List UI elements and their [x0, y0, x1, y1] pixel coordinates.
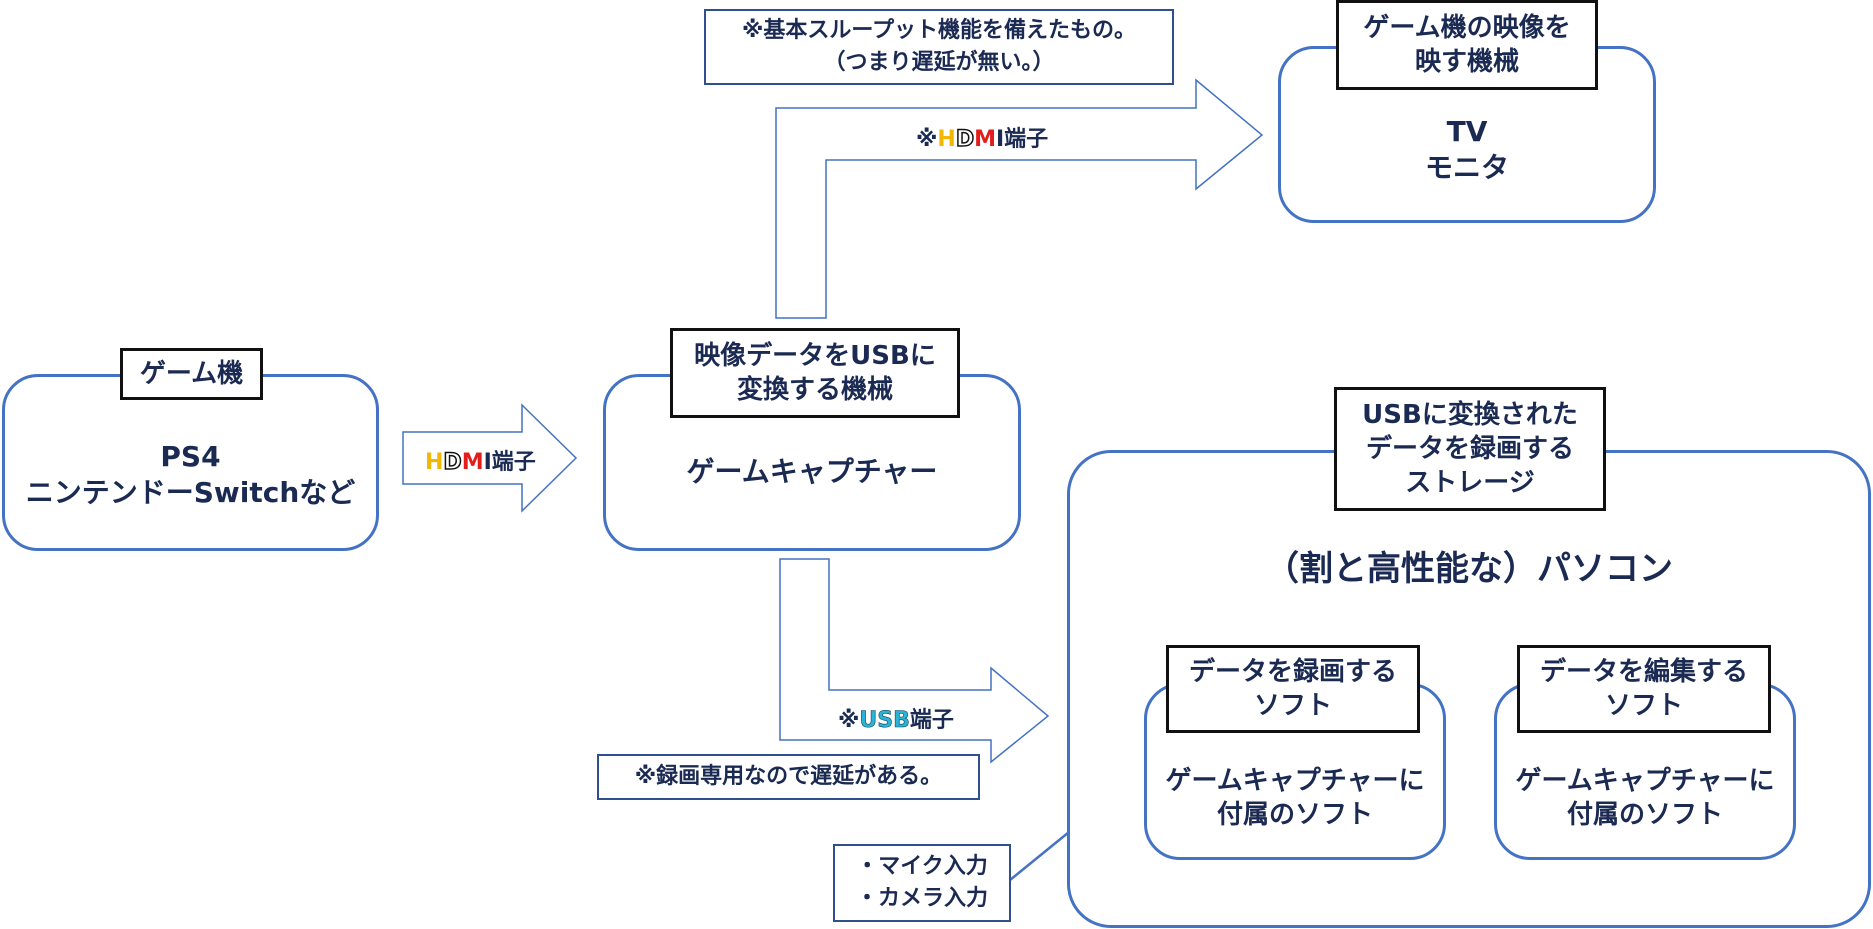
- usb-prefix: ※: [838, 708, 860, 733]
- game-console-box: [2, 374, 379, 551]
- pc-title-wrap: （割と高性能な）パソコン: [1067, 540, 1871, 590]
- hdmi-top-letter-d: D: [955, 126, 975, 153]
- hdmi-arrow-left: [402, 403, 578, 513]
- record-software-content: ゲームキャプチャーに 付属のソフト: [1144, 758, 1446, 838]
- recording-delay-note: ※録画専用なので遅延がある。: [597, 754, 980, 800]
- tv-monitor-content: TV モニタ: [1278, 110, 1656, 190]
- game-console-tag-text: ゲーム機: [139, 359, 244, 389]
- hdmi-letter-h: H: [425, 450, 444, 475]
- inputs-note-line-2: ・カメラ入力: [855, 886, 988, 911]
- game-console-content: PS4 ニンテンドーSwitchなど: [2, 420, 379, 530]
- pc-title: （割と高性能な）パソコン: [1265, 548, 1673, 589]
- capture-device-tag-line-2: 変換する機械: [736, 375, 893, 405]
- record-software-tag-line-1: データを録画する: [1188, 657, 1397, 687]
- pc-tag-line-3: ストレージ: [1405, 468, 1535, 498]
- hdmi-arrow-up-right: [775, 78, 1264, 319]
- inputs-note: ・マイク入力 ・カメラ入力: [833, 844, 1011, 922]
- edit-software-tag-line-1: データを編集する: [1539, 657, 1748, 687]
- edit-software-line-1: ゲームキャプチャーに: [1515, 766, 1775, 796]
- usb-label: ※USB端子: [838, 702, 954, 734]
- hdmi-top-suffix: 端子: [1004, 127, 1049, 152]
- hdmi-top-letter-i: I: [995, 127, 1005, 152]
- game-console-tag: ゲーム機: [120, 348, 263, 400]
- capture-device-tag: 映像データをUSBに 変換する機械: [670, 328, 960, 418]
- hdmi-top-letter-h: H: [937, 127, 956, 152]
- hdmi-label-left: HDMI端子: [425, 444, 536, 476]
- usb-arrow-down-right: [779, 558, 1050, 764]
- usb-letters: USB: [859, 708, 910, 734]
- edit-software-content: ゲームキャプチャーに 付属のソフト: [1494, 758, 1796, 838]
- hdmi-top-prefix: ※: [916, 127, 938, 152]
- passthrough-note: ※基本スループット機能を備えたもの。 （つまり遅延が無い。）: [704, 9, 1174, 85]
- game-console-line-2: ニンテンドーSwitchなど: [25, 476, 356, 509]
- record-software-line-1: ゲームキャプチャーに: [1165, 766, 1425, 796]
- usb-suffix: 端子: [909, 708, 954, 733]
- hdmi-label-top: ※HDMI端子: [916, 121, 1048, 153]
- capture-device-text: ゲームキャプチャー: [686, 455, 938, 488]
- hdmi-letter-d: D: [443, 449, 463, 476]
- hdmi-suffix: 端子: [491, 450, 536, 475]
- tv-monitor-line-2: モニタ: [1424, 151, 1509, 184]
- edit-software-tag-line-2: ソフト: [1604, 691, 1683, 721]
- tv-monitor-line-1: TV: [1446, 115, 1488, 148]
- pc-tag-line-1: USBに変換された: [1362, 400, 1578, 430]
- edit-software-line-2: 付属のソフト: [1566, 800, 1723, 830]
- edit-software-tag: データを編集する ソフト: [1517, 645, 1771, 733]
- record-software-tag: データを録画する ソフト: [1166, 645, 1420, 733]
- hdmi-top-letter-m: M: [974, 127, 996, 152]
- record-software-line-2: 付属のソフト: [1216, 800, 1373, 830]
- record-software-tag-line-2: ソフト: [1253, 691, 1332, 721]
- inputs-note-line-1: ・マイク入力: [856, 854, 988, 879]
- pc-tag-line-2: データを録画する: [1365, 434, 1574, 464]
- game-console-line-1: PS4: [160, 440, 221, 473]
- capture-device-content: ゲームキャプチャー: [603, 445, 1021, 495]
- tv-monitor-tag-line-2: 映す機械: [1414, 47, 1519, 77]
- hdmi-letter-m: M: [461, 450, 484, 475]
- passthrough-note-line-2: （つまり遅延が無い。）: [823, 50, 1055, 75]
- tv-monitor-tag-line-1: ゲーム機の映像を: [1363, 13, 1571, 43]
- passthrough-note-line-1: ※基本スループット機能を備えたもの。: [741, 18, 1137, 43]
- hdmi-letter-i: I: [483, 450, 492, 475]
- recording-delay-note-text: ※録画専用なので遅延がある。: [634, 764, 943, 789]
- capture-device-tag-line-1: 映像データをUSBに: [694, 341, 936, 371]
- pc-tag: USBに変換された データを録画する ストレージ: [1334, 387, 1606, 511]
- tv-monitor-tag: ゲーム機の映像を 映す機械: [1336, 0, 1598, 90]
